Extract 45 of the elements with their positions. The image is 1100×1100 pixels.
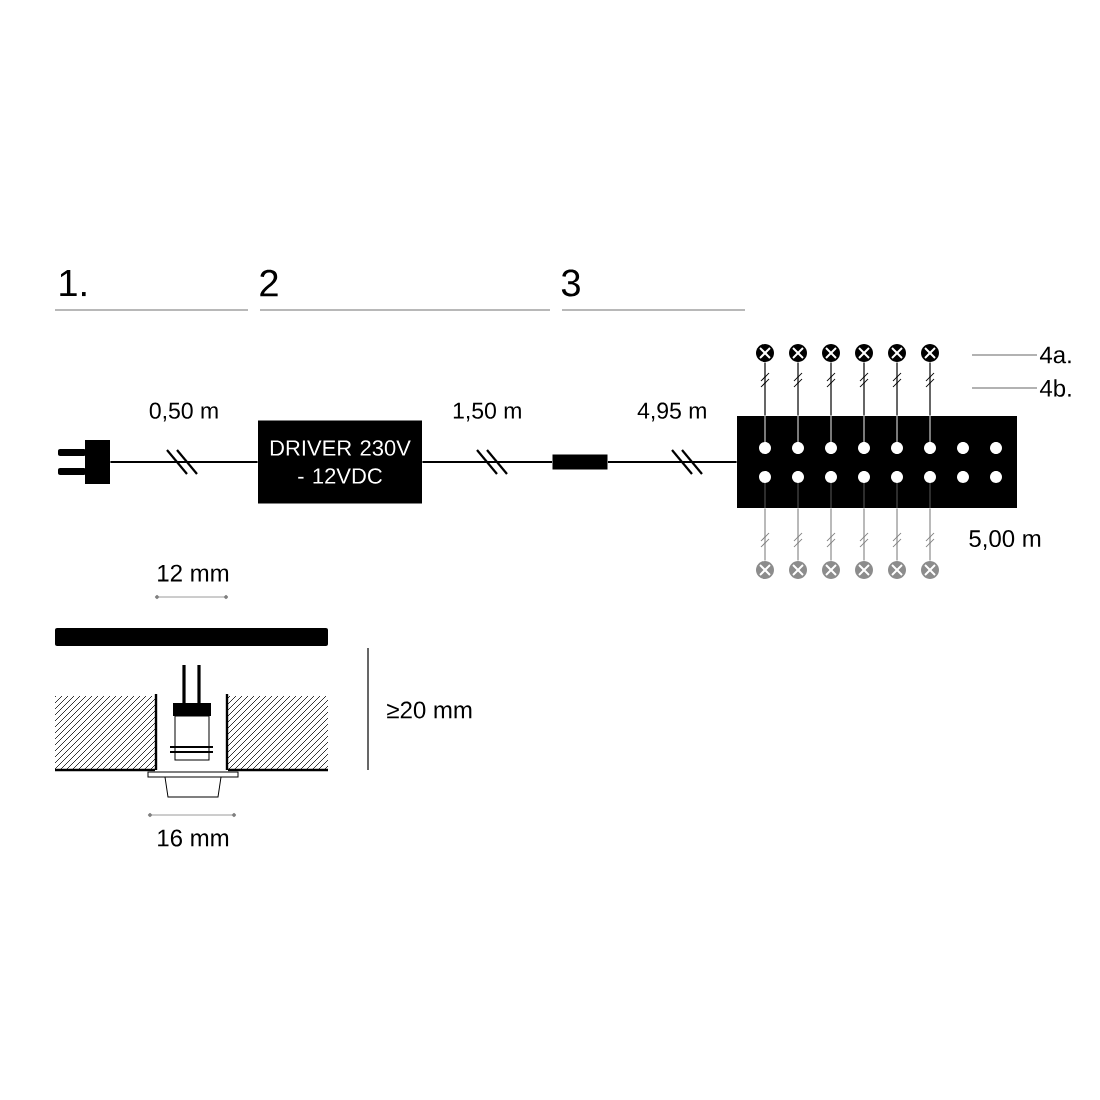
length-label: 5,00 m (969, 530, 1041, 550)
plug-icon (58, 440, 110, 484)
leader-line (971, 354, 1038, 356)
cable (830, 361, 832, 417)
cable (830, 507, 832, 562)
cable (797, 507, 799, 562)
part-label: 4b. (1039, 379, 1071, 397)
edge-label: 1,50 m (450, 400, 525, 424)
leader-line (971, 387, 1038, 389)
lamp-symbol (921, 344, 939, 362)
lamp-symbol (855, 561, 873, 579)
lamp-symbol (789, 561, 807, 579)
cable (896, 507, 898, 562)
section-number: 1. (60, 269, 86, 297)
dimension-label: 12 mm (158, 564, 229, 582)
cable (896, 361, 898, 417)
section-number: 2 (260, 269, 278, 297)
lamp-symbol (789, 344, 807, 362)
distributor-block (737, 415, 1017, 509)
edge-label: 4,95 m (635, 400, 710, 424)
cable (109, 461, 259, 463)
cable (764, 507, 766, 562)
cable (863, 507, 865, 562)
connector-bar (552, 454, 608, 470)
lamp-symbol (855, 344, 873, 362)
lamp-symbol (756, 344, 774, 362)
dimension-label: 16 mm (158, 829, 229, 847)
part-label: 4a. (1039, 346, 1071, 364)
lamp-symbol (888, 344, 906, 362)
cable (929, 507, 931, 562)
driver-box: DRIVER 230V - 12VDC (258, 420, 422, 504)
dimension-label: ≥20 mm (387, 701, 472, 719)
edge-label: 0,50 m (146, 400, 222, 424)
lamp-symbol (756, 561, 774, 579)
cable (421, 461, 553, 463)
cable (607, 461, 738, 463)
cable (797, 361, 799, 417)
lamp-symbol (822, 344, 840, 362)
cable (764, 361, 766, 417)
lamp-symbol (921, 561, 939, 579)
lamp-symbol (888, 561, 906, 579)
section-number: 3 (561, 269, 580, 297)
lamp-symbol (822, 561, 840, 579)
cable (863, 361, 865, 417)
cable (929, 361, 931, 417)
